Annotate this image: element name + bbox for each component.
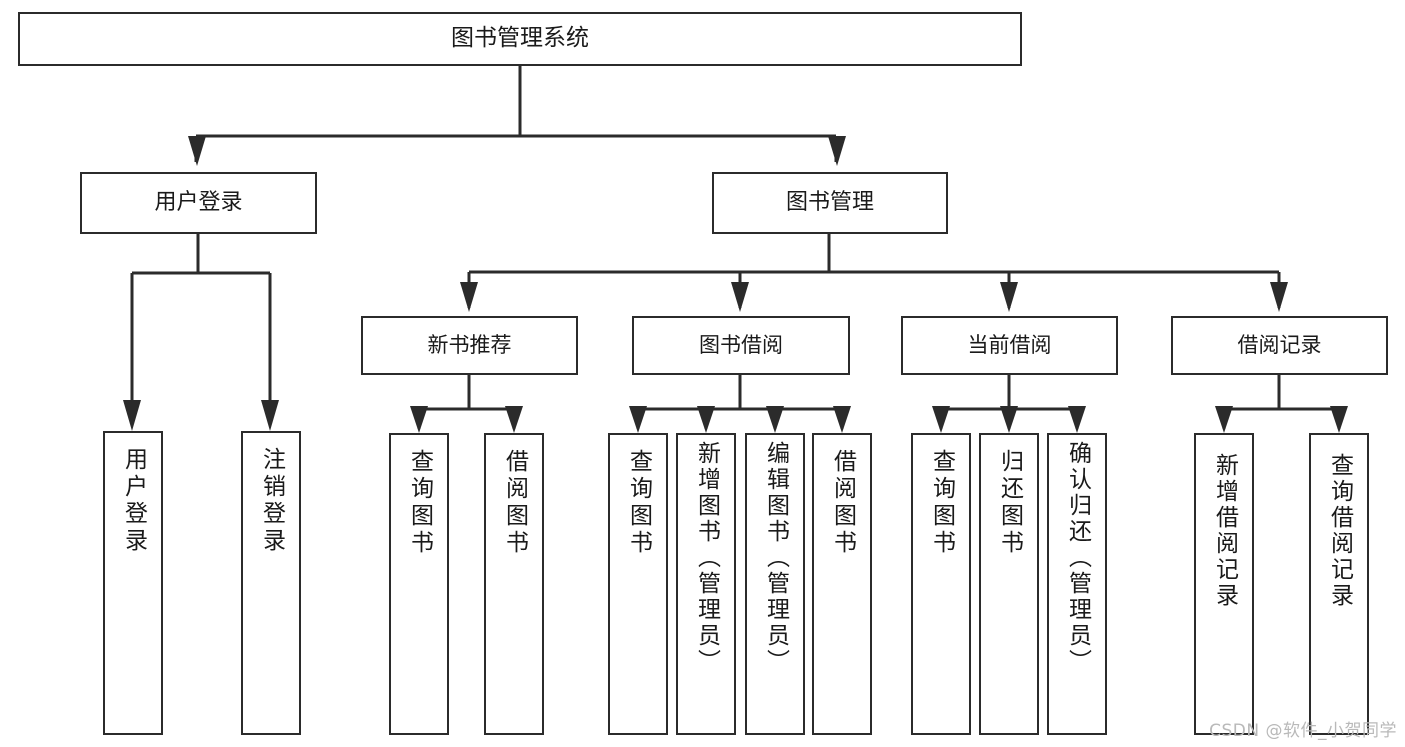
node-label: 图书管理 — [785, 189, 874, 215]
leaf-edit-book-admin[interactable]: 编辑图书（管理员） — [745, 433, 805, 735]
node-label: 图书借阅 — [699, 332, 783, 357]
node-label: 新增借阅记录 — [1211, 453, 1238, 609]
node-label: 图书管理系统 — [451, 25, 589, 52]
arrowheads — [123, 136, 1348, 433]
leaf-query-book-borrow[interactable]: 查询图书 — [608, 433, 668, 735]
node-label: 借阅图书 — [829, 449, 856, 557]
node-book-management[interactable]: 图书管理 — [712, 172, 948, 234]
leaf-borrow-book-recommend[interactable]: 借阅图书 — [484, 433, 544, 735]
node-label: 查询借阅记录 — [1326, 453, 1353, 609]
node-label: 借阅记录 — [1237, 332, 1322, 357]
leaf-query-borrow-record[interactable]: 查询借阅记录 — [1309, 433, 1369, 735]
leaf-logout-login[interactable]: 注销登录 — [241, 431, 301, 735]
node-label: 借阅图书 — [501, 449, 528, 557]
node-label: 查询图书 — [406, 449, 433, 557]
leaf-borrow-book[interactable]: 借阅图书 — [812, 433, 872, 735]
leaf-add-borrow-record[interactable]: 新增借阅记录 — [1194, 433, 1254, 735]
node-root-book-management-system[interactable]: 图书管理系统 — [18, 12, 1022, 66]
leaf-user-login[interactable]: 用户登录 — [103, 431, 163, 735]
node-label: 查询图书 — [928, 449, 955, 557]
node-label: 注销登录 — [258, 447, 285, 555]
node-new-book-recommend[interactable]: 新书推荐 — [361, 316, 578, 375]
leaf-return-book[interactable]: 归还图书 — [979, 433, 1039, 735]
leaf-query-book-current[interactable]: 查询图书 — [911, 433, 971, 735]
node-book-borrow[interactable]: 图书借阅 — [632, 316, 850, 375]
node-label: 用户登录 — [154, 189, 243, 215]
node-label: 当前借阅 — [967, 332, 1052, 357]
node-label: 新书推荐 — [427, 332, 512, 357]
node-label: 用户登录 — [120, 447, 147, 555]
leaf-add-book-admin[interactable]: 新增图书（管理员） — [676, 433, 736, 735]
node-label: 确认归还（管理员） — [1064, 441, 1091, 675]
node-user-login[interactable]: 用户登录 — [80, 172, 317, 234]
node-label: 新增图书（管理员） — [693, 441, 720, 675]
leaf-confirm-return-admin[interactable]: 确认归还（管理员） — [1047, 433, 1107, 735]
node-label: 查询图书 — [625, 449, 652, 557]
node-current-borrow[interactable]: 当前借阅 — [901, 316, 1118, 375]
node-label: 编辑图书（管理员） — [762, 441, 789, 675]
node-label: 归还图书 — [996, 449, 1023, 557]
leaf-query-book-recommend[interactable]: 查询图书 — [389, 433, 449, 735]
node-borrow-record[interactable]: 借阅记录 — [1171, 316, 1388, 375]
